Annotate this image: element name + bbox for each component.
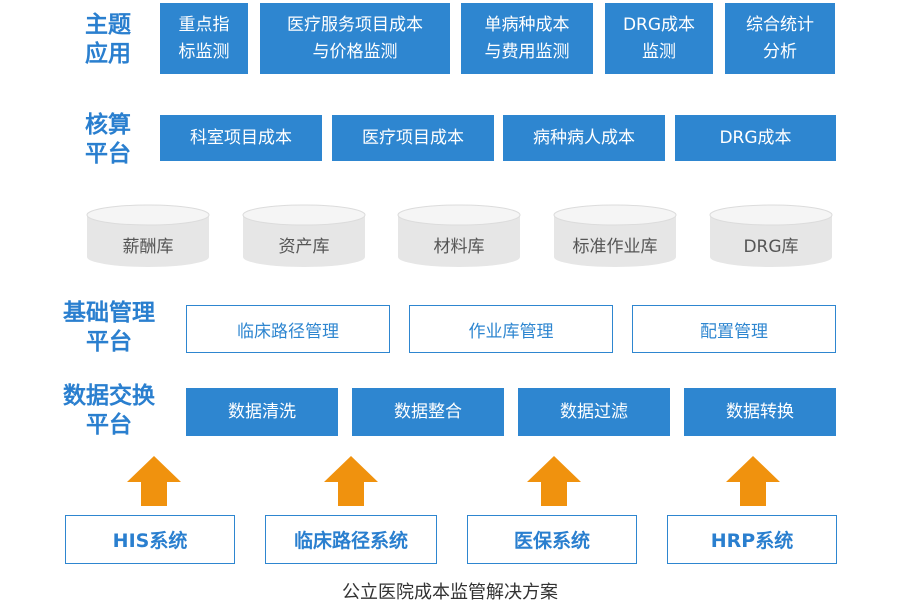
asset-database: 资产库 [242, 204, 366, 268]
material-database: 材料库 [397, 204, 521, 268]
accounting-platform-label: 核算 平台 [85, 112, 131, 167]
standard-operation-database: 标准作业库 [553, 204, 677, 268]
data-cleansing-box: 数据清洗 [186, 388, 338, 436]
theme-application-label: 主题 应用 [85, 12, 131, 67]
operation-library-management-box: 作业库管理 [409, 305, 613, 353]
data-exchange-platform-label: 数据交换 平台 [63, 383, 155, 438]
standard-operation-database-label: 标准作业库 [572, 237, 658, 257]
salary-database: 薪酬库 [86, 204, 210, 268]
database-cylinder-icon [86, 204, 210, 267]
data-integration-box: 数据整合 [352, 388, 504, 436]
data-filtering-box: 数据过滤 [518, 388, 670, 436]
drg-database: DRG库 [709, 204, 833, 268]
drg-database-label: DRG库 [743, 237, 799, 257]
up-arrow-icon [726, 456, 780, 506]
clinical-path-system-box: 临床路径系统 [265, 515, 437, 564]
dept-project-cost-box: 科室项目成本 [160, 115, 322, 161]
single-disease-cost-monitoring-box: 单病种成本 与费用监测 [461, 3, 593, 74]
database-cylinder-icon [397, 204, 521, 267]
configuration-management-box: 配置管理 [632, 305, 836, 353]
up-arrow-icon [127, 456, 181, 506]
material-database-label: 材料库 [433, 237, 485, 257]
data-conversion-box: 数据转换 [684, 388, 836, 436]
disease-patient-cost-box: 病种病人成本 [503, 115, 665, 161]
drg-cost-monitoring-box: DRG成本 监测 [605, 3, 713, 74]
database-cylinder-icon [242, 204, 366, 267]
key-indicator-monitoring-box: 重点指 标监测 [160, 3, 248, 74]
drg-cost-box: DRG成本 [675, 115, 836, 161]
base-management-platform-label: 基础管理 平台 [63, 300, 155, 355]
medical-insurance-system-box: 医保系统 [467, 515, 637, 564]
salary-database-label: 薪酬库 [122, 237, 174, 257]
database-cylinder-icon [709, 204, 833, 267]
clinical-path-management-box: 临床路径管理 [186, 305, 390, 353]
diagram-caption: 公立医院成本监管解决方案 [342, 582, 558, 603]
medical-project-cost-box: 医疗项目成本 [332, 115, 494, 161]
service-cost-price-monitoring-box: 医疗服务项目成本 与价格监测 [260, 3, 450, 74]
up-arrow-icon [527, 456, 581, 506]
database-cylinder-icon [553, 204, 677, 267]
hrp-system-box: HRP系统 [667, 515, 837, 564]
up-arrow-icon [324, 456, 378, 506]
asset-database-label: 资产库 [278, 237, 330, 257]
his-system-box: HIS系统 [65, 515, 235, 564]
statistics-analysis-box: 综合统计 分析 [725, 3, 835, 74]
